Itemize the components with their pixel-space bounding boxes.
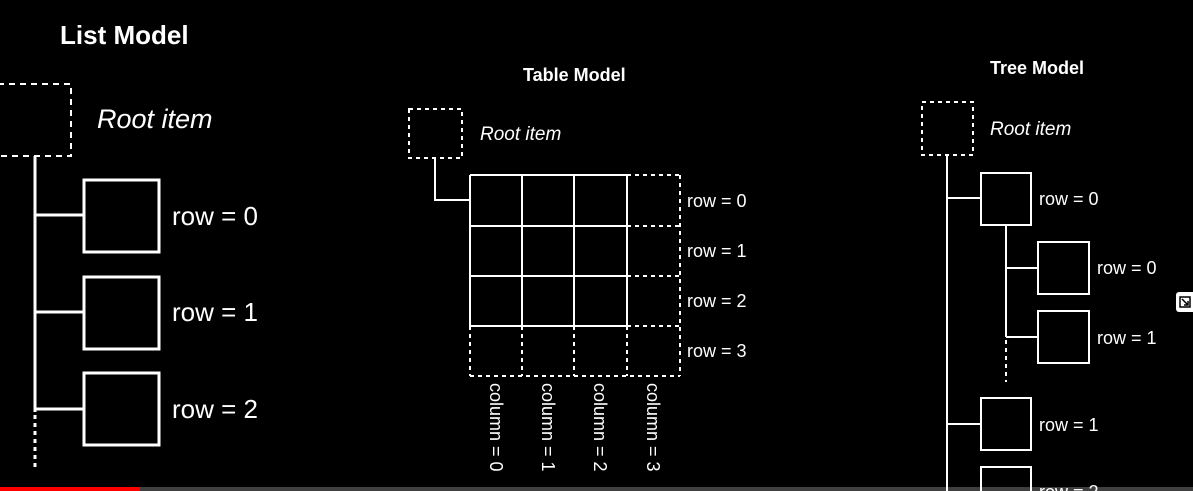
- expand-icon[interactable]: [1176, 292, 1193, 312]
- table-solid-grid: [469, 174, 628, 327]
- list-row-0-box: [82, 178, 161, 254]
- tree-child-row-0-box: [1037, 241, 1090, 295]
- table-model: Table Model Root item ro: [408, 65, 747, 472]
- table-root-item-label: Root item: [480, 124, 561, 145]
- list-row-2-label: row = 2: [172, 394, 258, 424]
- tree-child-row-0-label: row = 0: [1097, 258, 1157, 278]
- list-row-2-box: [82, 371, 161, 447]
- list-model-title: List Model: [60, 20, 189, 50]
- list-model: List Model Root item row = 0 row = 1 row…: [0, 20, 258, 470]
- table-column-3-label: column = 3: [643, 383, 663, 472]
- tree-model-title: Tree Model: [990, 58, 1084, 78]
- table-row-1-label: row = 1: [687, 241, 747, 261]
- tree-child-row-1-label: row = 1: [1097, 328, 1157, 348]
- list-root-item-label: Root item: [97, 104, 213, 134]
- table-row-0-label: row = 0: [687, 191, 747, 211]
- expand-arrow-icon: [1178, 296, 1191, 308]
- table-column-1-label: column = 1: [538, 383, 558, 472]
- tree-row-0-box: [980, 172, 1032, 226]
- video-progress-fill: [0, 487, 140, 491]
- video-progress-bar[interactable]: [0, 487, 1193, 491]
- table-row-3-label: row = 3: [687, 341, 747, 361]
- table-row-2-label: row = 2: [687, 291, 747, 311]
- table-column-2-label: column = 2: [590, 383, 610, 472]
- tree-row-2-label: row = 2: [1039, 482, 1099, 491]
- table-column-0-label: column = 0: [486, 383, 506, 472]
- tree-child-row-1-box: [1037, 310, 1090, 364]
- tree-row-1-label: row = 1: [1039, 415, 1099, 435]
- tree-model: Tree Model Root item row = 0 row = 0 row…: [921, 58, 1157, 491]
- list-root-item-box: [0, 83, 72, 157]
- table-model-title: Table Model: [523, 65, 626, 85]
- table-root-connector: [434, 158, 470, 201]
- list-row-0-label: row = 0: [172, 201, 258, 231]
- list-row-1-label: row = 1: [172, 297, 258, 327]
- tree-root-item-label: Root item: [990, 119, 1071, 140]
- tree-row-0-label: row = 0: [1039, 189, 1099, 209]
- tree-row-1-box: [980, 397, 1032, 451]
- table-dashed-grid: [469, 174, 681, 377]
- tree-row-2-box: [980, 466, 1032, 491]
- list-row-1-box: [82, 275, 161, 351]
- table-root-item-box: [408, 108, 463, 159]
- tree-root-item-box: [921, 101, 974, 156]
